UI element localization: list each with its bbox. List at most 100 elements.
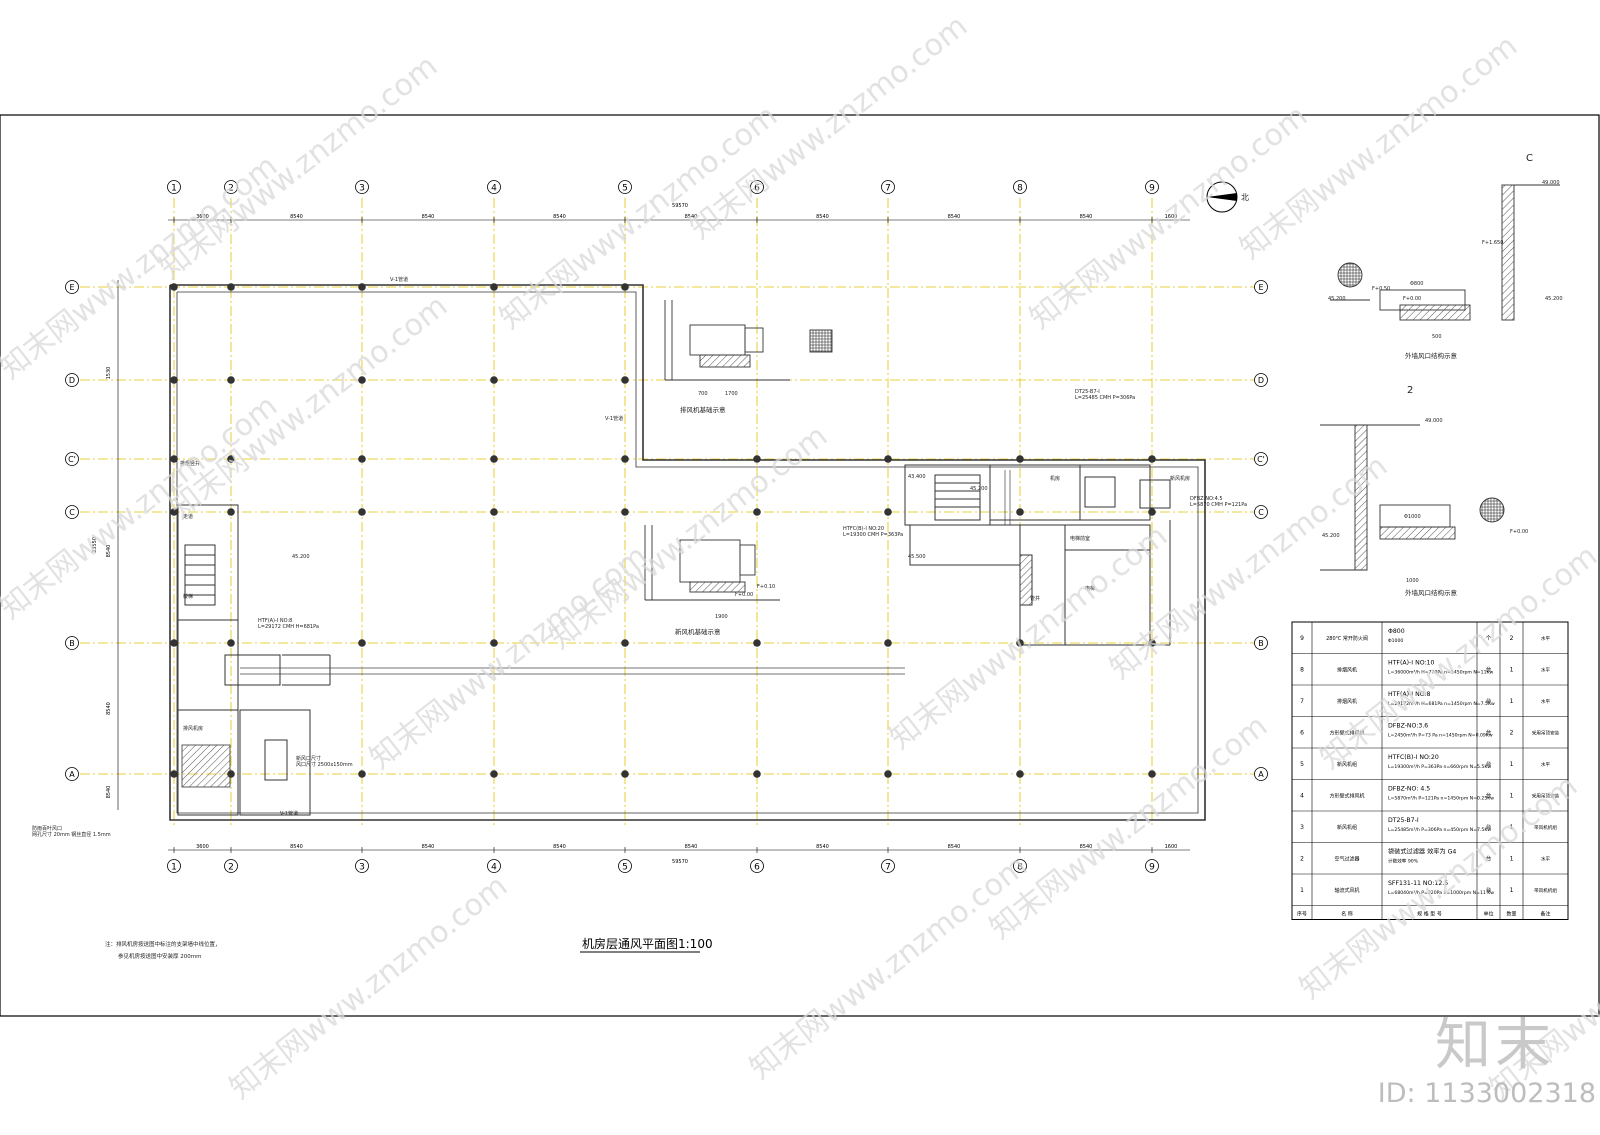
axis-bubble-col: [355, 859, 369, 873]
louver-note: 防雨百叶风口: [32, 825, 62, 832]
dim-text: 1600: [1165, 844, 1178, 850]
table-cell-spec2: L=68040m³/h P=320Pa n=1000rpm N=11 Kw: [1388, 890, 1494, 896]
dim-text: 8540: [685, 844, 698, 850]
structural-column: [358, 508, 366, 516]
axis-label-col: 4: [491, 184, 497, 194]
structural-column: [1148, 770, 1156, 778]
dim-text: 8540: [948, 844, 961, 850]
table-cell-spec1: Φ800: [1388, 628, 1405, 635]
el-452-a: 45.200: [1328, 296, 1346, 302]
dim-text: 3600: [196, 844, 209, 850]
room-elevator-hall: 电梯前室: [1070, 535, 1090, 542]
axis-label-row: A: [1258, 770, 1264, 779]
dim-1700: 1700: [725, 391, 738, 397]
structural-column: [753, 639, 761, 647]
fan-htf8-spec: L=29172 CMH H=681Pa: [258, 624, 319, 630]
dim-700: 700: [698, 391, 708, 397]
structural-column: [884, 455, 892, 463]
room-stair: 楼梯: [183, 593, 193, 600]
room-machine: 机房: [1050, 475, 1060, 482]
dim-text-vert: 8540: [106, 786, 112, 799]
table-cell-qty: 2: [1510, 729, 1514, 736]
structural-column: [170, 376, 178, 384]
elev-e1: 43.400: [908, 474, 926, 480]
table-cell-qty: 1: [1510, 666, 1514, 673]
fan-htfc-spec: L=19300 CMH P=363Pa: [843, 532, 903, 538]
north-arrow: [1206, 181, 1238, 213]
axis-bubble-row: [1254, 505, 1268, 519]
dim-text: 8540: [1080, 214, 1093, 220]
axis-bubble-col: [1145, 180, 1159, 194]
note-line-1: 注：排风机房按送图中标注的支架墙中线位置，: [105, 940, 221, 948]
axis-bubble-col: [618, 859, 632, 873]
table-header-cell: 备注: [1540, 911, 1550, 918]
f10: F+0.10: [757, 584, 775, 590]
structural-column: [884, 639, 892, 647]
el-452-b: 45.200: [1322, 533, 1340, 539]
axis-bubble-row: [1254, 636, 1268, 650]
fan-dfbz: DFBZ-NO:4.5: [1190, 496, 1223, 502]
table-cell-note: 带风机机组: [1534, 824, 1557, 831]
axis-label-col: 1: [171, 863, 177, 873]
watermark-text: 知末网www.znzmo.com: [543, 418, 834, 656]
structural-column: [490, 508, 498, 516]
watermark-text: 知末网www.znzmo.com: [1103, 448, 1394, 686]
axis-bubble-col: [750, 180, 764, 194]
watermark-text: 知末网www.znzmo.com: [1313, 538, 1600, 776]
axis-label-row: D: [1258, 376, 1264, 385]
table-cell-no: 1: [1300, 887, 1304, 894]
sheet-frame: [0, 114, 1600, 1017]
dim-phi800: Φ800: [1410, 281, 1423, 287]
axis-bubble-col: [487, 180, 501, 194]
dim-500: 500: [1432, 334, 1442, 340]
table-cell-name: 轴流式风机: [1334, 887, 1359, 894]
structural-column: [490, 455, 498, 463]
dim-1900: 1900: [715, 614, 728, 620]
text-labels: 45.200 43.400 45.200 45.500 V-1管道 V-1管道 …: [32, 153, 1563, 838]
structural-column: [753, 508, 761, 516]
table-cell-spec2: Φ1000: [1388, 638, 1403, 644]
f0-b: F+0.00: [1510, 529, 1528, 535]
detail-wall-louver-1: [1330, 184, 1560, 321]
axis-bubble-row: [1254, 767, 1268, 781]
dim-text-vert: 1530: [106, 367, 112, 380]
table-cell-qty: 1: [1510, 887, 1514, 894]
table-cell-unit: 台: [1486, 823, 1492, 831]
axis-bubble-col: [355, 180, 369, 194]
axis-bubble-row: [1254, 373, 1268, 387]
el-49-b: 49.000: [1425, 418, 1443, 424]
page-title: 机房层通风平面图1:100: [582, 936, 713, 951]
hatched-shaft: [181, 744, 231, 788]
detail-titles: 排风机基础示意 新风机基础示意 外墙风口结构示意 外墙风口结构示意 北: [675, 193, 1458, 636]
pipe-up-3: V-1管道: [280, 810, 298, 817]
c-axis-label: C: [1526, 153, 1533, 164]
axis-label-col: 8: [1017, 863, 1023, 873]
pipe-up-1: V-1管道: [390, 276, 408, 283]
table-cell-spec1: DT25-B7-I: [1388, 817, 1419, 824]
axis-bubble-col: [224, 180, 238, 194]
structural-column: [227, 508, 235, 516]
table-cell-name: 新风机组: [1337, 761, 1357, 768]
table-cell-spec1: 袋装式过滤器 效率为 G4: [1388, 848, 1456, 856]
dim-text: 8540: [553, 214, 566, 220]
axis-label-col: 3: [359, 863, 365, 873]
axis-label-col: 9: [1149, 184, 1155, 194]
dim-text: 8540: [290, 214, 303, 220]
table-header-cell: 单位: [1483, 911, 1493, 918]
el-49-a: 49.000: [1542, 180, 1560, 186]
table-cell-note: 水平: [1541, 761, 1551, 768]
watermark-text: 知末网www.znzmo.com: [363, 538, 654, 776]
structural-column: [621, 508, 629, 516]
table-cell-unit: 台: [1486, 697, 1492, 705]
axis-bubble-row: [65, 280, 79, 294]
axis-bubble-row: [65, 505, 79, 519]
axis-bubble-col: [881, 180, 895, 194]
dim-text: 8540: [1080, 844, 1093, 850]
dim-text: 8540: [290, 844, 303, 850]
structural-column: [1148, 508, 1156, 516]
axis-label-col: 5: [622, 863, 628, 873]
structural-column: [358, 639, 366, 647]
axis-bubble-col: [487, 859, 501, 873]
